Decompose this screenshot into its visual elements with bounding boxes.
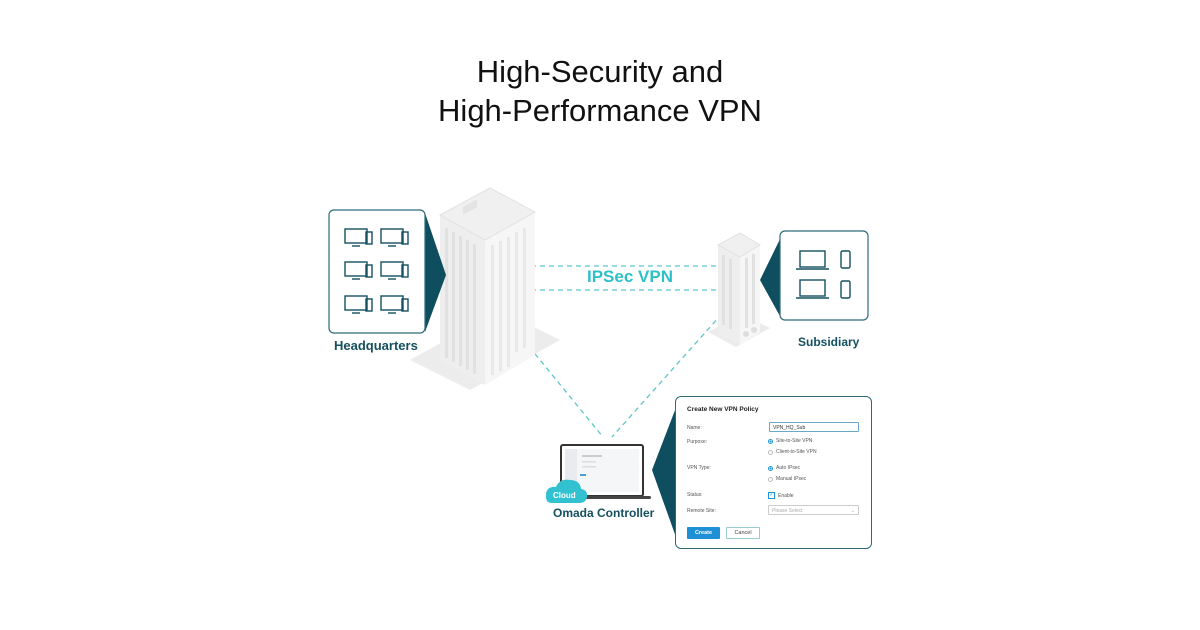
desktop-icon: [344, 295, 373, 314]
radio-dot-selected: [768, 465, 773, 471]
enable-checkbox[interactable]: ✓ Enable: [768, 492, 794, 499]
desktop-icon: [380, 228, 409, 247]
subsidiary-building-icon: [708, 232, 770, 347]
purpose-label: Purpose:: [687, 439, 708, 445]
page-title: High-Security and High-Performance VPN: [0, 52, 1200, 130]
remote-site-select[interactable]: Please Select ⌄: [768, 505, 859, 515]
create-button[interactable]: Create: [687, 527, 720, 539]
cloud-icon: [545, 479, 588, 503]
link-sub-controller: [611, 306, 729, 438]
ipsec-vpn-label: IPSec VPN: [583, 267, 677, 287]
radio-dot: [768, 449, 773, 455]
radio-site-to-site[interactable]: Site-to-Site VPN: [768, 438, 812, 444]
desktop-icon: [380, 295, 409, 314]
desktop-icon: [380, 261, 409, 280]
radio-label: Manual IPsec: [776, 476, 807, 482]
omada-controller-label: Omada Controller: [553, 506, 655, 520]
hq-devices: [344, 228, 409, 314]
radio-manual-ipsec[interactable]: Manual IPsec: [768, 476, 806, 482]
headquarters-building-icon: [410, 187, 560, 390]
controller-laptop-icon: Cloud: [545, 444, 651, 503]
radio-dot-selected: [768, 438, 773, 444]
status-label: Status:: [687, 492, 703, 498]
laptop-icon: [796, 250, 829, 270]
phone-icon: [840, 250, 851, 269]
headquarters-panel: [328, 209, 446, 334]
create-vpn-policy-dialog: Create New VPN Policy Name: VPN_HQ_Sub P…: [675, 396, 872, 549]
dialog-pointer: [652, 405, 677, 540]
cloud-badge: Cloud: [553, 491, 576, 500]
checkbox-label: Enable: [778, 492, 794, 499]
desktop-icon: [344, 228, 373, 247]
subsidiary-pointer: [760, 237, 781, 318]
hq-pointer: [425, 213, 446, 332]
headquarters-label: Headquarters: [334, 338, 418, 353]
radio-client-to-site[interactable]: Client-to-Site VPN: [768, 449, 817, 455]
title-line-2: High-Performance VPN: [438, 93, 762, 128]
laptop-icon: [796, 279, 829, 299]
name-input[interactable]: VPN_HQ_Sub: [769, 422, 859, 432]
radio-label: Client-to-Site VPN: [776, 449, 817, 455]
name-label: Name:: [687, 425, 702, 431]
desktop-icon: [344, 261, 373, 280]
subsidiary-panel: [760, 230, 869, 321]
remote-site-label: Remote Site:: [687, 508, 716, 514]
radio-auto-ipsec[interactable]: Auto IPsec: [768, 465, 800, 471]
subsidiary-label: Subsidiary: [798, 335, 860, 349]
radio-label: Site-to-Site VPN: [776, 438, 813, 444]
chevron-down-icon: ⌄: [850, 508, 855, 514]
select-placeholder: Please Select: [772, 508, 803, 514]
cancel-button[interactable]: Cancel: [726, 527, 760, 539]
checkmark-icon: ✓: [768, 492, 775, 499]
subsidiary-devices: [796, 250, 851, 299]
dialog-title: Create New VPN Policy: [687, 406, 759, 413]
title-line-1: High-Security and: [476, 54, 724, 89]
vpn-type-label: VPN Type:: [687, 465, 711, 471]
radio-label: Auto IPsec: [776, 465, 801, 471]
phone-icon: [840, 280, 851, 299]
radio-dot: [768, 476, 773, 482]
